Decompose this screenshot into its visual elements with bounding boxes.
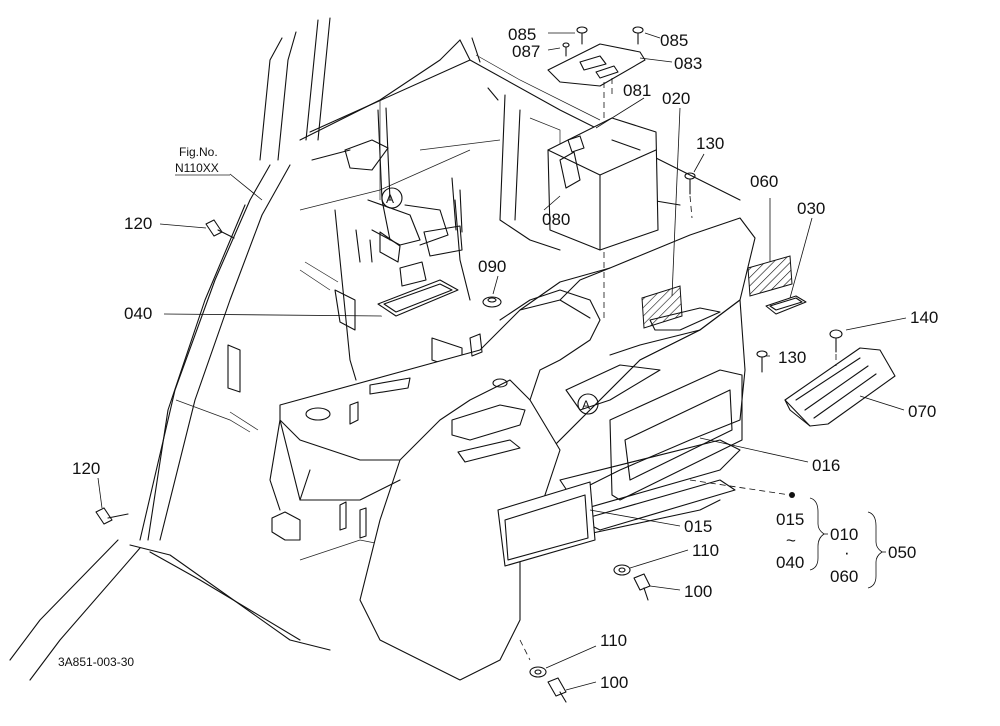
screw-085-right bbox=[632, 26, 644, 45]
label-085-right: 085 bbox=[660, 31, 688, 50]
label-060: 060 bbox=[750, 172, 778, 191]
label-083: 083 bbox=[674, 54, 702, 73]
callout-a-upper: A bbox=[386, 192, 394, 206]
leader-lines bbox=[97, 32, 907, 691]
drawing-code: 3A851-003-30 bbox=[58, 655, 134, 669]
console-body: A bbox=[269, 217, 795, 681]
step-plate-070 bbox=[784, 347, 896, 427]
assembly-brackets bbox=[809, 497, 886, 589]
label-040: 040 bbox=[124, 304, 152, 323]
label-130-upper: 130 bbox=[696, 134, 724, 153]
hatched-plate-060 bbox=[747, 255, 793, 297]
label-030: 030 bbox=[797, 199, 825, 218]
cap-090 bbox=[482, 296, 502, 308]
washer-110-upper bbox=[613, 564, 631, 576]
assembly-group-b: 060 bbox=[830, 567, 858, 586]
label-130-lower: 130 bbox=[778, 348, 806, 367]
figure-reference: Fig.No. N110XX bbox=[175, 145, 230, 176]
label-120-lower: 120 bbox=[72, 459, 100, 478]
callout-a-lower: A bbox=[582, 398, 590, 412]
bolt-120-lower bbox=[95, 507, 129, 525]
label-140: 140 bbox=[910, 308, 938, 327]
label-015: 015 bbox=[684, 517, 712, 536]
bolt-130-upper bbox=[684, 172, 696, 219]
hatched-plate-020 bbox=[641, 285, 683, 329]
bolt-120-upper bbox=[205, 219, 235, 239]
grommet-030 bbox=[765, 295, 807, 315]
grommet-040 bbox=[377, 279, 459, 317]
bolt-100-upper bbox=[633, 573, 651, 601]
screw-087 bbox=[562, 42, 570, 57]
label-081: 081 bbox=[623, 81, 651, 100]
label-100-lower: 100 bbox=[600, 673, 628, 692]
label-090: 090 bbox=[478, 257, 506, 276]
bolt-140 bbox=[829, 329, 843, 366]
bolt-100-lower bbox=[547, 677, 567, 703]
label-016: 016 bbox=[812, 456, 840, 475]
lever-linkage: A bbox=[299, 107, 463, 331]
label-070: 070 bbox=[908, 402, 936, 421]
label-085-left: 085 bbox=[508, 25, 536, 44]
assembly-range-tilde: ~ bbox=[786, 531, 796, 550]
rear-wall bbox=[299, 37, 741, 381]
assembly-group-dot: · bbox=[844, 543, 850, 562]
screw-085-left bbox=[576, 26, 588, 45]
label-080: 080 bbox=[542, 210, 570, 229]
top-cover-083 bbox=[547, 26, 659, 320]
label-120-upper: 120 bbox=[124, 214, 152, 233]
label-110-upper: 110 bbox=[692, 541, 719, 560]
assembly-range-to: 040 bbox=[776, 553, 804, 572]
label-020: 020 bbox=[662, 89, 690, 108]
label-110-lower: 110 bbox=[600, 631, 627, 650]
figure-ref-line2: N110XX bbox=[175, 161, 219, 175]
bolt-130-lower bbox=[756, 350, 768, 373]
assembly-group-a: 010 bbox=[830, 525, 858, 544]
figure-ref-line1: Fig.No. bbox=[179, 145, 218, 159]
assembly-range-from: 015 bbox=[776, 510, 804, 529]
label-087: 087 bbox=[512, 42, 540, 61]
label-100-upper: 100 bbox=[684, 582, 712, 601]
assembly-group-all: 050 bbox=[888, 543, 916, 562]
washer-110-lower bbox=[529, 666, 547, 678]
cab-frame bbox=[9, 17, 331, 681]
